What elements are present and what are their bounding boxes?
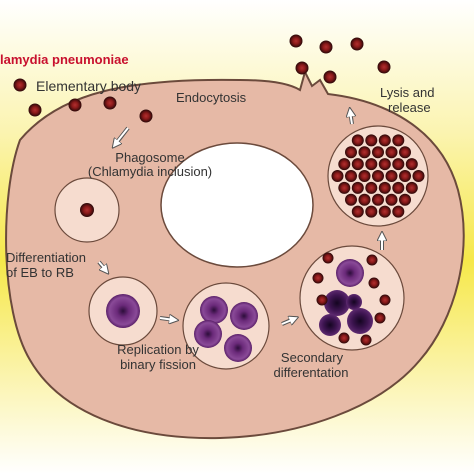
elementary-body (399, 170, 411, 182)
released-elementary-body (289, 34, 303, 48)
elementary-body (392, 158, 405, 171)
elementary-body (385, 170, 398, 182)
elementary-body (345, 170, 357, 182)
elementary-body (345, 193, 357, 206)
elementary-body (412, 170, 425, 182)
elementary-body (351, 181, 364, 194)
elementary-body (331, 170, 344, 182)
arrow-to-secondary-inner (281, 318, 295, 325)
elementary-body (312, 272, 324, 284)
released-elementary-body (323, 70, 337, 84)
arrow-to-fission-inner (159, 317, 175, 321)
elementary-body (378, 181, 391, 194)
elementary-body (358, 170, 371, 182)
label-differentiation-line2: of EB to RB (6, 265, 74, 280)
elementary-body (379, 294, 391, 306)
label-lysis-line2: release (388, 100, 431, 115)
reticulate-body (230, 302, 258, 330)
reticulate-body (347, 308, 373, 334)
elementary-body (338, 181, 351, 194)
reticulate-body (194, 320, 222, 348)
elementary-body (68, 98, 82, 112)
label-secondary-line2: differentation (273, 365, 349, 380)
released-elementary-body (377, 60, 391, 74)
reticulate-body (324, 290, 350, 316)
elementary-body (378, 205, 391, 218)
elementary-body (385, 146, 398, 159)
elementary-body (374, 312, 386, 324)
released-elementary-body (350, 37, 364, 51)
elementary-body (139, 109, 153, 123)
elementary-body (351, 158, 364, 171)
elementary-body (365, 181, 378, 194)
elementary-body (345, 146, 357, 159)
elementary-body (358, 146, 371, 159)
elementary-body (385, 193, 398, 206)
elementary-body (399, 146, 411, 159)
label-lysis-line1: Lysis and (380, 85, 435, 100)
elementary-body (405, 181, 418, 194)
elementary-body (366, 254, 378, 266)
released-elementary-body (319, 40, 333, 54)
elementary-body (392, 205, 405, 218)
elementary-body (392, 134, 405, 147)
elementary-body (368, 277, 380, 289)
reticulate-body (106, 294, 140, 328)
elementary-body (28, 103, 42, 117)
elementary-body (378, 158, 391, 171)
reticulate-body (346, 294, 362, 310)
elementary-body (13, 78, 27, 92)
elementary-body (351, 205, 364, 218)
elementary-body (405, 158, 418, 171)
reticulate-body (224, 334, 252, 362)
elementary-body (360, 334, 372, 346)
arrow-differentiation-inner (98, 261, 107, 271)
arrow-endocytosis-inner (115, 127, 129, 144)
elementary-body (365, 158, 378, 171)
elementary-body (338, 332, 350, 344)
label-secondary-line1: Secondary (280, 350, 344, 365)
elementary-body (399, 193, 411, 206)
label-phagosome-line1: Phagosome (115, 150, 185, 165)
elementary-body (372, 193, 384, 206)
mature-elementary-bodies (331, 134, 425, 218)
label-replication-line2: binary fission (120, 357, 196, 372)
elementary-body (316, 294, 328, 306)
nucleus (160, 142, 314, 268)
reticulate-body (319, 314, 341, 336)
elementary-body (372, 170, 384, 182)
elementary-body (365, 134, 378, 147)
elementary-body (351, 134, 364, 147)
label-elementary-body: Elementary body (36, 78, 142, 94)
label-differentiation-line1: Differentiation (6, 250, 86, 265)
elementary-body (378, 134, 391, 147)
elementary-body (103, 96, 117, 110)
label-phagosome-line2: (Chlamydia inclusion) (87, 164, 213, 179)
elementary-body (322, 252, 334, 264)
elementary-body (392, 181, 405, 194)
elementary-body (365, 205, 378, 218)
diagram-title: lamydia pneumoniae (0, 52, 129, 67)
elementary-body (338, 158, 351, 171)
elementary-body (372, 146, 384, 159)
released-elementary-body (295, 61, 309, 75)
elementary-body (80, 203, 94, 217)
reticulate-body (200, 296, 228, 324)
label-endocytosis: Endocytosis (176, 90, 247, 105)
arrow-lysis-inner (349, 111, 353, 125)
reticulate-body (336, 259, 364, 287)
label-replication-line1: Replication by (117, 342, 199, 357)
elementary-body (358, 193, 371, 206)
